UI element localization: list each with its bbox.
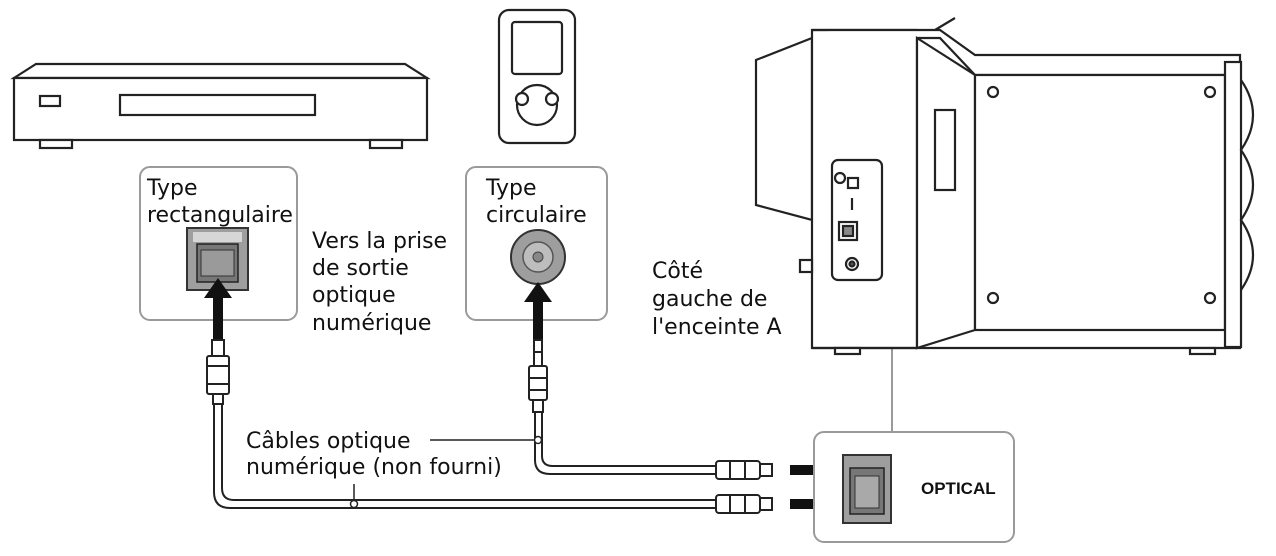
- disc-player: [10, 62, 431, 150]
- portable-player: [497, 8, 577, 145]
- cable-rect-plug: [206, 339, 230, 405]
- output-jack-label: Vers la prise de sortie optique numériqu…: [312, 229, 447, 336]
- cables-label-line-1: Câbles optique: [246, 429, 411, 454]
- optical-label: OPTICAL: [921, 479, 996, 498]
- cable-mini-line: [534, 412, 716, 475]
- output-jack-line-2: de sortie: [312, 256, 409, 281]
- speaker-side-view: [754, 17, 1254, 356]
- speaker-label-line-2: gauche de: [652, 287, 767, 312]
- insert-arrow-rect: [204, 278, 232, 340]
- circ-type-label-2: circulaire: [486, 203, 587, 228]
- rect-type-label-2: rectangulaire: [147, 203, 293, 228]
- right-plug-bottom: [715, 494, 773, 514]
- output-jack-line-3: optique: [312, 283, 396, 308]
- circular-optical-jack: [510, 229, 566, 285]
- optical-callout: OPTICAL: [813, 431, 1015, 543]
- cables-label-line-2: numérique (non fourni): [246, 455, 502, 480]
- speaker-label-line-3: l'enceinte A: [652, 315, 782, 340]
- circular-jack-callout: Type circulaire: [465, 166, 608, 321]
- cable-mini-plug: [528, 339, 548, 413]
- cables-label: Câbles optique numérique (non fourni): [246, 429, 543, 509]
- insert-arrow-circ: [524, 282, 552, 340]
- output-jack-line-1: Vers la prise: [312, 229, 447, 254]
- right-plug-top: [715, 460, 773, 480]
- optical-input-jack: [842, 454, 892, 524]
- speaker-side-label: Côté gauche de l'enceinte A: [652, 259, 782, 340]
- rectangular-jack-callout: Type rectangulaire: [139, 166, 298, 321]
- output-jack-line-4: numérique: [312, 311, 431, 336]
- speaker-label-line-1: Côté: [652, 259, 703, 284]
- rect-type-label-1: Type: [146, 176, 198, 201]
- cable-rect-line: [213, 404, 716, 509]
- circ-type-label-1: Type: [485, 176, 537, 201]
